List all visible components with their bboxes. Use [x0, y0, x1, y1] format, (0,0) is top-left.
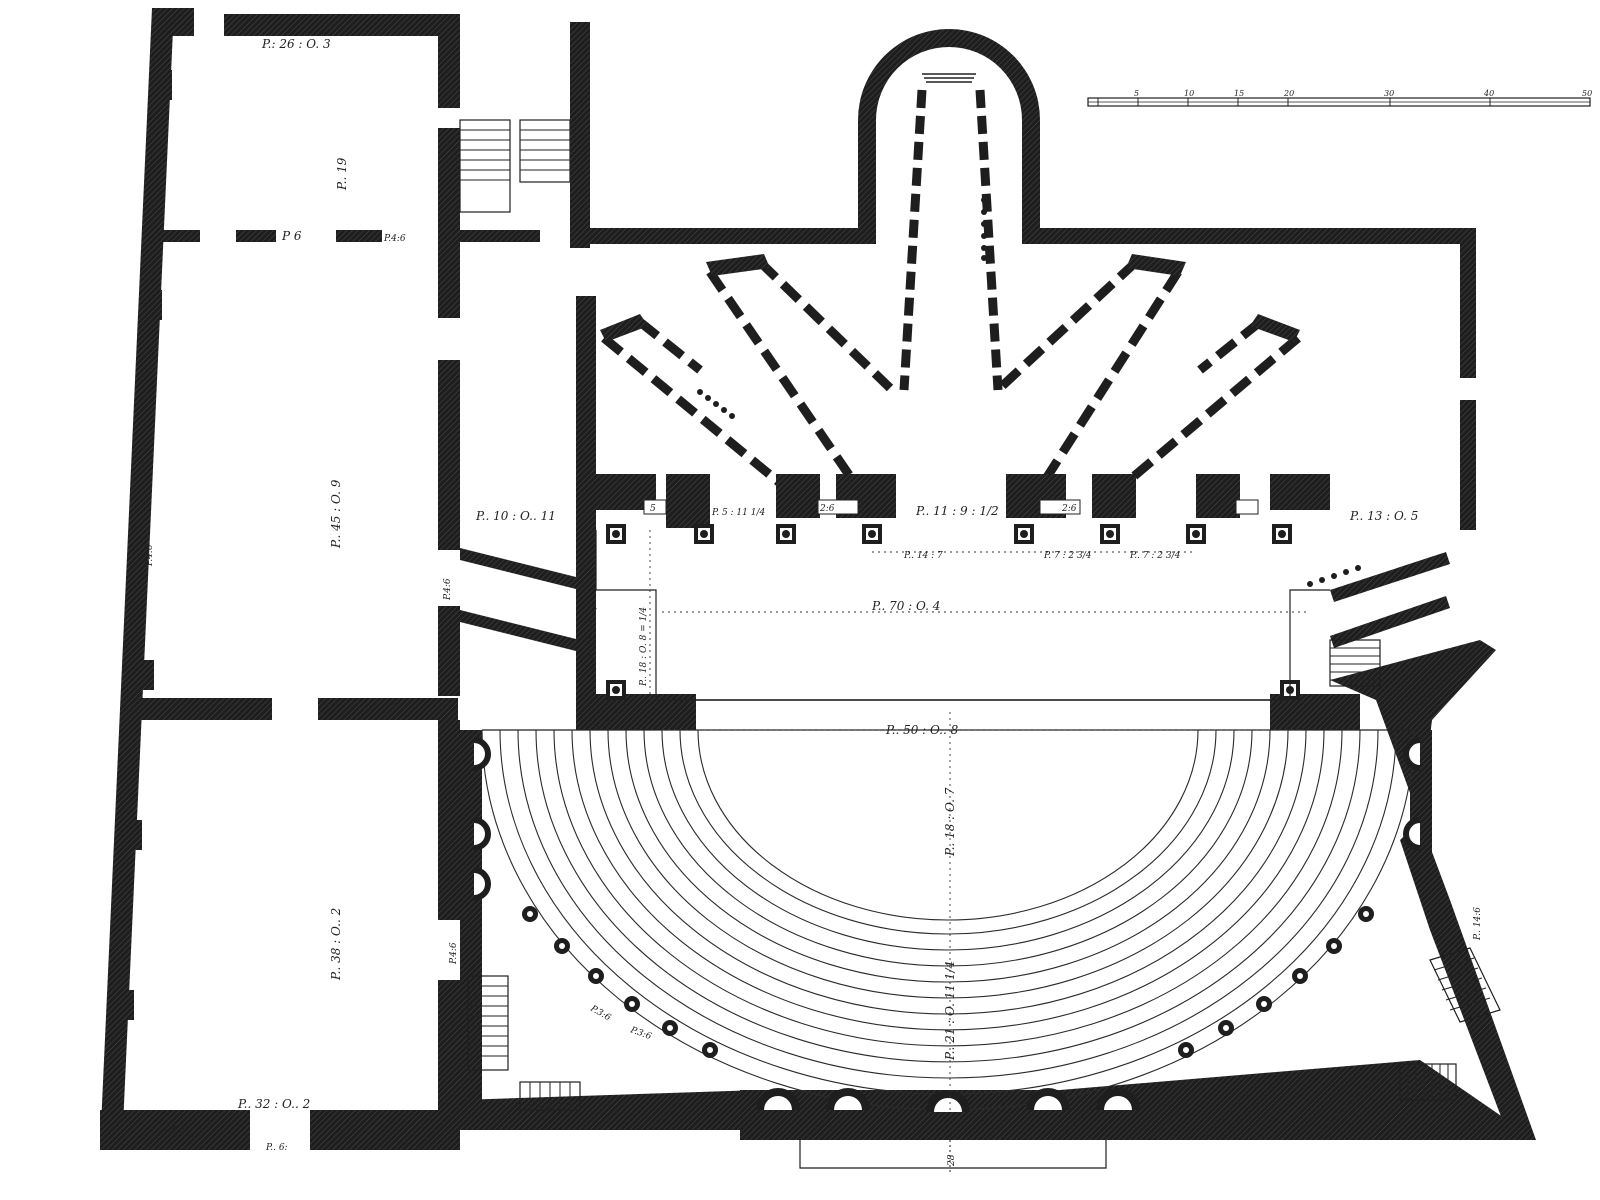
label-bay-a: P. 5 : 11 1/4 — [711, 508, 766, 518]
scale-tick-15: 15 — [1234, 89, 1244, 98]
frons-scenae — [595, 474, 1330, 701]
label-door-top-side: P.4:6 — [383, 234, 406, 244]
label-orchestra-width: P.. 50 : O.. 8 — [885, 723, 959, 737]
label-bottom-door: P.. 6: — [265, 1143, 288, 1153]
label-passage-left: P.. 10 : O.. 11 — [475, 509, 556, 523]
lower-staircases — [467, 947, 1501, 1111]
scale-tick-10: 10 — [1184, 89, 1194, 98]
label-room-top: P.: 26 : O. 3 — [261, 37, 331, 51]
label-col-spacing: P.3:6 — [588, 1003, 613, 1023]
label-room-bottom-depth: P.. 38 : O.. 2 — [329, 908, 343, 981]
label-side-wall: P.4:6 — [145, 544, 155, 567]
label-door-top: P 6 — [281, 229, 302, 243]
scale-tick-5: 5 — [1134, 89, 1139, 98]
scale-tick-30: 30 — [1384, 89, 1394, 98]
scale-tick-40: 40 — [1483, 89, 1494, 98]
label-bay-d: 2:6 — [1061, 504, 1077, 514]
right-staircase — [1329, 639, 1381, 687]
label-cavea-depth: P.. 21 : O. 11 1/4 — [943, 961, 957, 1061]
label-col-spacing-b: P.3:6 — [628, 1025, 653, 1042]
label-room-bottom-width: P.. 32 : O.. 2 — [237, 1097, 310, 1111]
scale-tick-20: 20 — [1283, 89, 1294, 98]
label-stage-depth-a: P.. 14 : O. 1/2 — [589, 600, 599, 661]
label-base-dim: 28 — [947, 1154, 957, 1167]
label-bay-c: P.. 11 : 9 : 1/2 — [915, 504, 999, 518]
auditorium-cavea — [460, 729, 1536, 1140]
label-door-box: 5 — [650, 504, 656, 514]
label-left-pier-mid: P.4:6 — [443, 578, 453, 601]
label-passage-right: P.. 13 : O. 5 — [1349, 509, 1418, 523]
label-room-top-depth: P.. 19 — [335, 157, 349, 191]
label-stage-depth-b: P.. 18 : O. 8 = 1/4 — [639, 607, 649, 687]
label-left-pier-low: P.4:6 — [449, 942, 459, 965]
label-corridor-length: P.. 45 : O. 9 — [329, 479, 343, 549]
label-orchestra-depth: P.. 18 : O. 7 — [943, 787, 957, 857]
label-bay-b: 2:6 — [819, 504, 835, 514]
side-passages — [460, 548, 1450, 652]
label-span-c: P.. 7 : 2 3/4 — [1129, 551, 1181, 561]
label-span-a: P.. 14 : 7 — [903, 551, 943, 561]
upper-staircase — [459, 22, 590, 248]
label-span-b: P. 7 : 2 3/4 — [1043, 551, 1092, 561]
dimension-labels: P.: 26 : O. 3 P.. 19 P 6 P.4:6 P.. 45 : … — [145, 37, 1483, 1167]
scale-bar: 5 10 15 20 30 40 50 — [1087, 89, 1592, 107]
label-pier-small: 2:6 — [589, 723, 605, 733]
scenery-streets — [600, 73, 1361, 587]
label-bottom-pier: P.4:6 — [163, 1126, 186, 1136]
scale-tick-50: 50 — [1582, 89, 1592, 98]
label-right-wall: P.. 14:6 — [1473, 907, 1483, 941]
dimension-lines — [649, 530, 1310, 1110]
base-entrance — [799, 1140, 1107, 1174]
label-stage-width: P.. 70 : O. 4 — [871, 599, 940, 613]
left-wing-walls — [100, 8, 460, 1150]
